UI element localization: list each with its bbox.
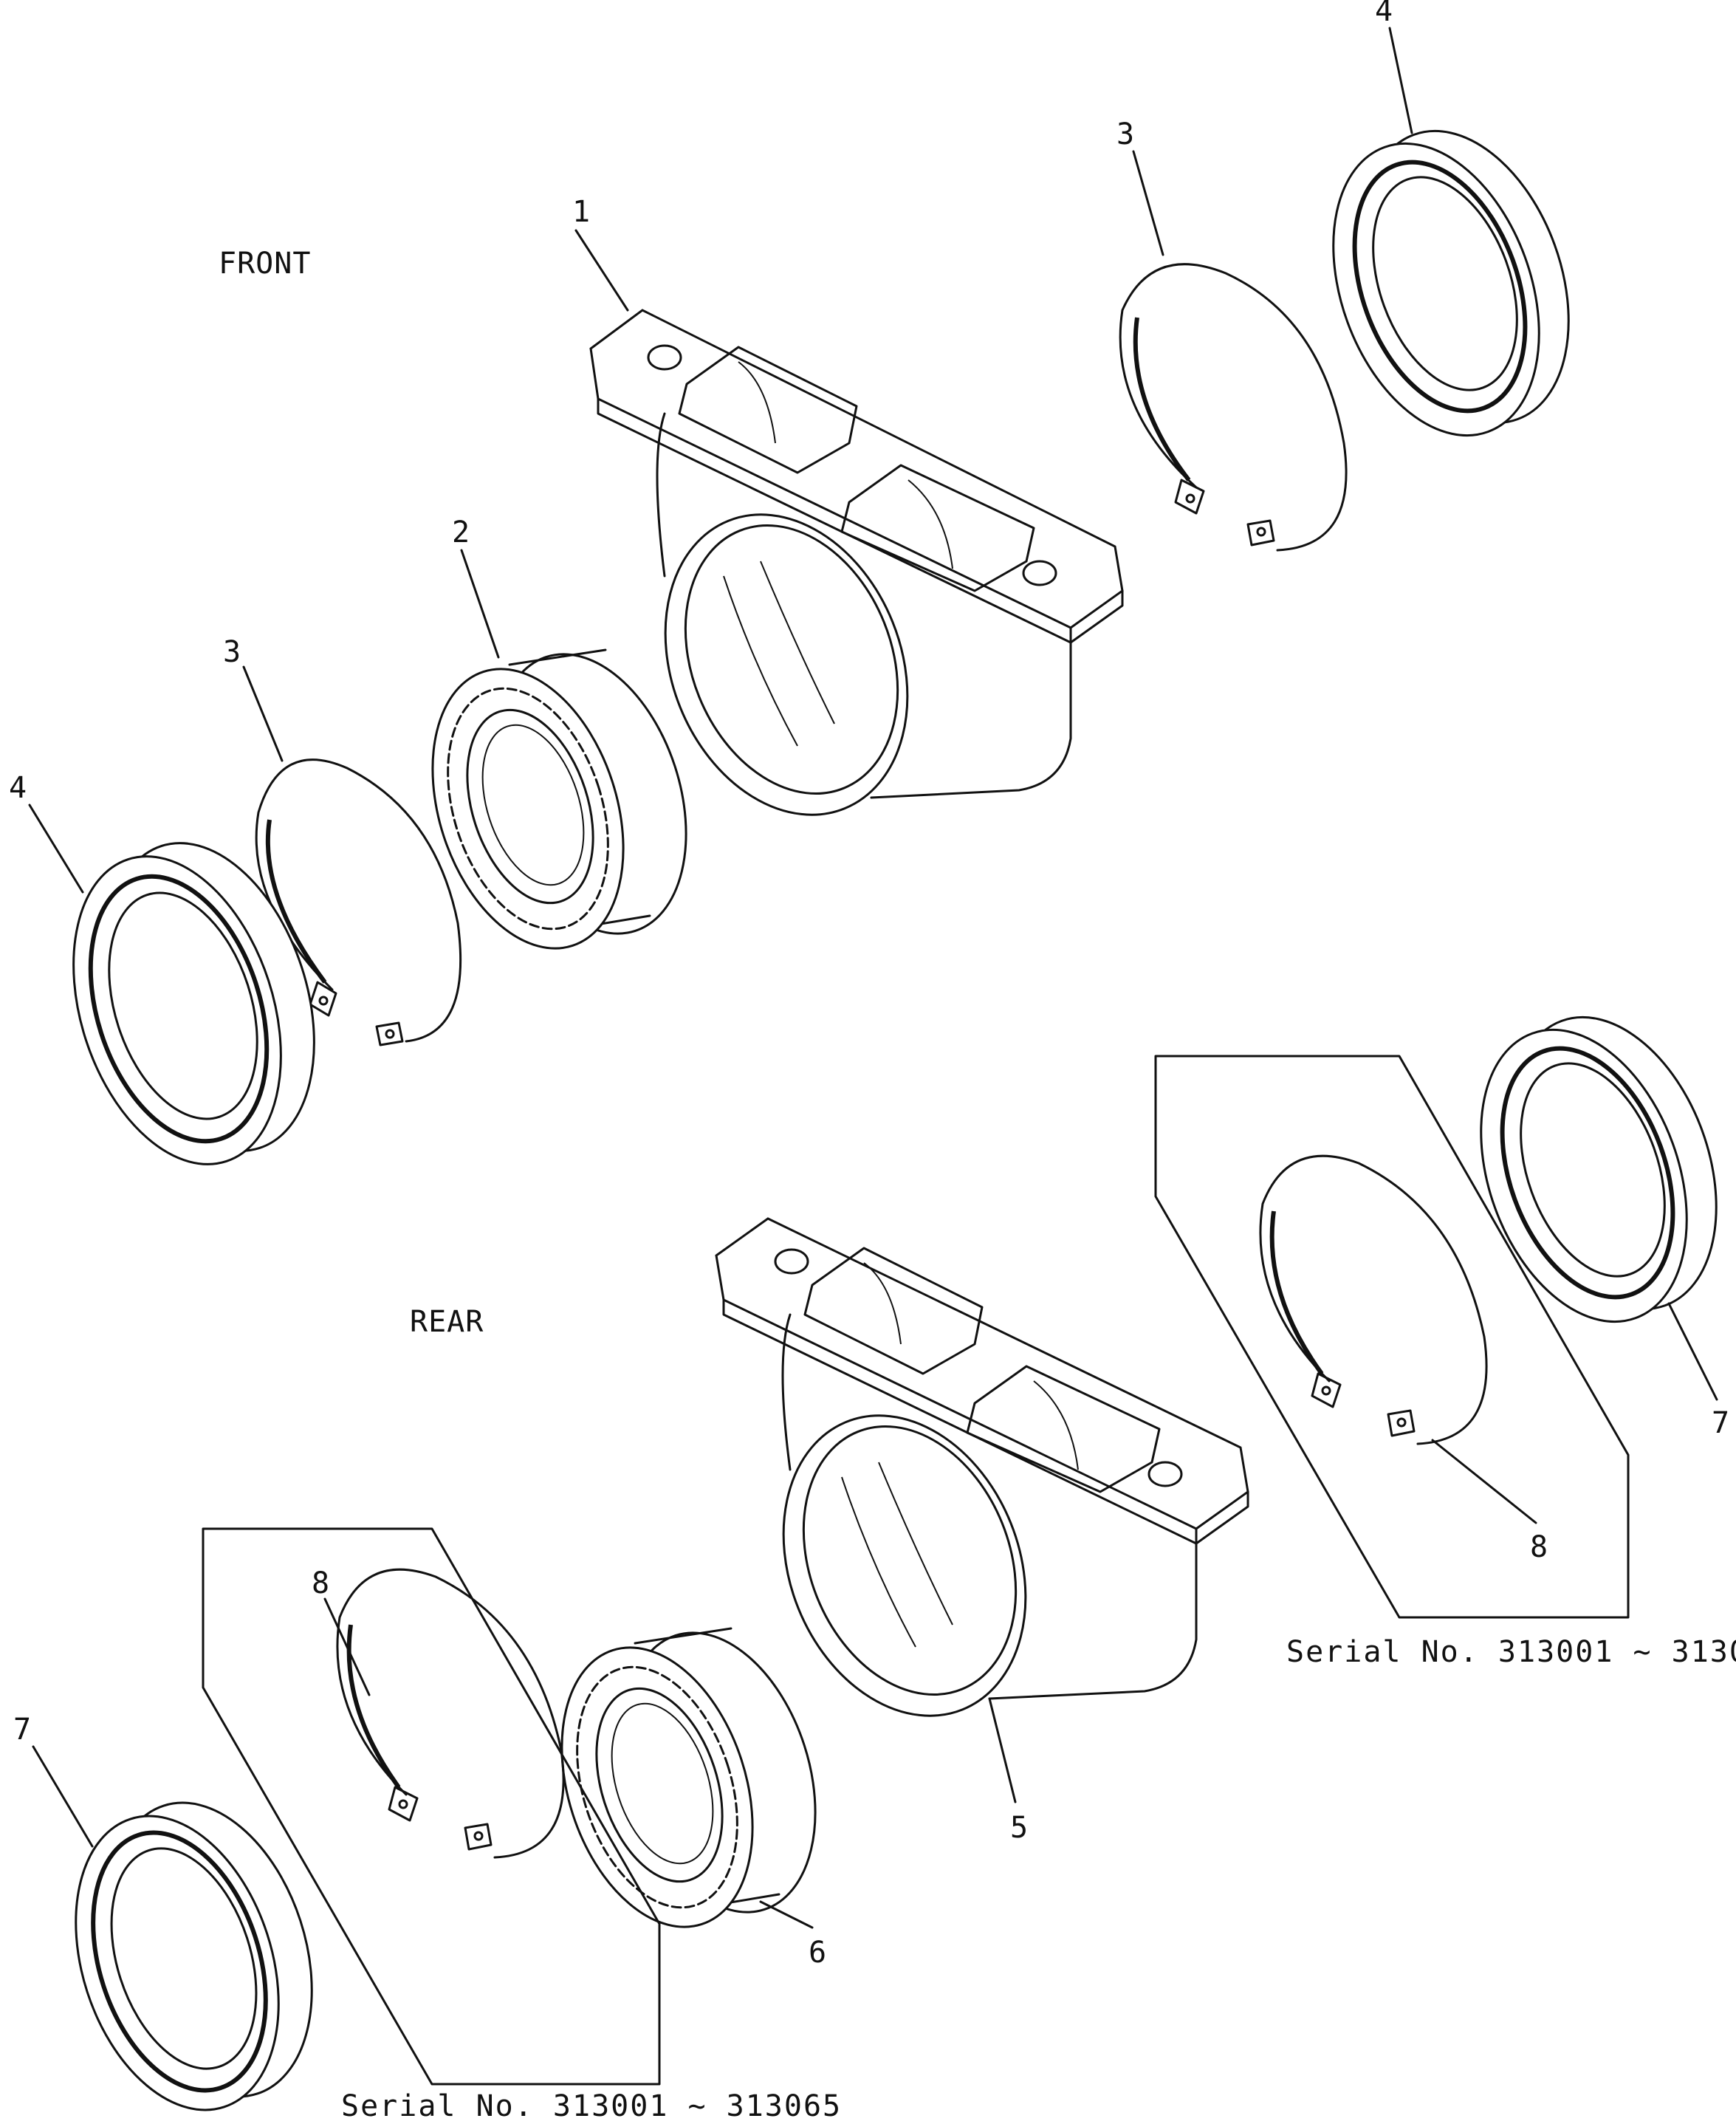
leader-3-right bbox=[1132, 150, 1164, 256]
front-bearing bbox=[431, 648, 687, 950]
leader-4-left bbox=[28, 804, 84, 894]
front-housing bbox=[589, 309, 1124, 816]
serial-note-right: Serial No. 313001 ~ 313065 bbox=[1286, 1635, 1736, 1669]
label-part-4-right: 4 bbox=[1375, 0, 1393, 28]
leader-5 bbox=[988, 1697, 1017, 1803]
leader-6 bbox=[759, 1900, 814, 1929]
rear-left-serial-bracket bbox=[202, 1527, 661, 2086]
front-right-seal bbox=[1332, 129, 1570, 437]
rear-left-snap-ring bbox=[336, 1568, 565, 1859]
rear-left-seal bbox=[75, 1801, 313, 2111]
caption-front: FRONT bbox=[219, 247, 311, 281]
label-part-5: 5 bbox=[1010, 1811, 1028, 1845]
leader-1 bbox=[574, 229, 629, 312]
label-part-1: 1 bbox=[572, 195, 590, 229]
label-part-8-left: 8 bbox=[312, 1566, 329, 1600]
label-part-7-right: 7 bbox=[1712, 1406, 1729, 1440]
leader-7-right bbox=[1667, 1302, 1718, 1401]
leader-8-right bbox=[1431, 1439, 1537, 1524]
leader-4-right bbox=[1388, 27, 1413, 134]
rear-right-serial-bracket bbox=[1154, 1055, 1630, 1619]
label-part-2: 2 bbox=[452, 515, 470, 549]
front-left-seal bbox=[72, 842, 315, 1165]
label-part-8-right: 8 bbox=[1530, 1530, 1548, 1564]
rear-right-snap-ring bbox=[1259, 1154, 1488, 1445]
leader-2 bbox=[460, 549, 500, 659]
rear-right-seal bbox=[1480, 1015, 1718, 1323]
rear-housing bbox=[715, 1217, 1249, 1717]
front-right-snap-ring bbox=[1119, 263, 1348, 552]
serial-note-left: Serial No. 313001 ~ 313065 bbox=[341, 2089, 842, 2120]
leader-3-left bbox=[242, 665, 284, 762]
label-part-3-right: 3 bbox=[1116, 117, 1134, 151]
label-part-7-left: 7 bbox=[13, 1713, 31, 1747]
leader-8-left bbox=[323, 1597, 371, 1696]
leader-7-left bbox=[32, 1745, 94, 1848]
caption-rear: REAR bbox=[410, 1305, 484, 1339]
front-left-snap-ring bbox=[255, 758, 462, 1046]
label-part-4-left: 4 bbox=[9, 771, 27, 805]
label-part-6: 6 bbox=[809, 1936, 826, 1970]
label-part-3-left: 3 bbox=[223, 635, 241, 669]
rear-bearing bbox=[560, 1627, 817, 1928]
